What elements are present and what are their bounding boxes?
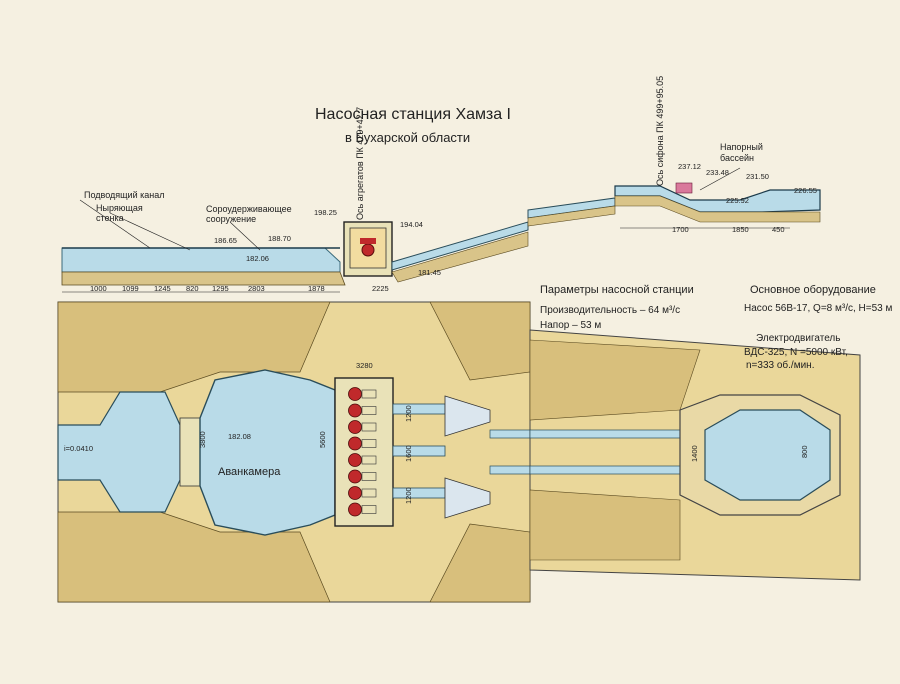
pump-outlet	[361, 439, 377, 448]
pump-outlet	[361, 505, 377, 514]
main-title: Насосная станция Хамза I	[315, 106, 511, 123]
dim-1850: 1850	[732, 225, 749, 234]
inlet-canal-water	[61, 247, 341, 273]
plan-dim-3800: 3800	[198, 431, 207, 448]
elev-194-04: 194.04	[400, 220, 423, 229]
elev-188-70: 188.70	[268, 234, 291, 243]
dim-inlet-7: 2225	[372, 284, 389, 293]
equipment-motor-speed: n=333 об./мин.	[746, 360, 815, 371]
elev-231-50: 231.50	[746, 172, 769, 181]
pump-unit	[348, 453, 362, 467]
pressure-pipe-3	[392, 487, 446, 499]
plan-dim-800: 800	[800, 445, 809, 458]
label-unit-axis: Ось агрегатов ПК 429+42.7	[355, 106, 365, 220]
elev-225-92: 225.92	[726, 196, 749, 205]
pump-outlet	[361, 406, 377, 415]
siphon-pipe-1	[529, 429, 681, 439]
dim-inlet-5: 2803	[248, 284, 265, 293]
elev-186-65: 186.65	[214, 236, 237, 245]
elev-237-12: 237.12	[678, 162, 701, 171]
pump-outlet	[361, 422, 377, 432]
pump-outlet	[361, 455, 377, 465]
dim-450: 450	[772, 225, 785, 234]
equipment-motor-label: Электродвигатель	[756, 333, 841, 344]
param-head: Напор – 53 м	[540, 320, 602, 331]
plan-dim-1400: 1400	[690, 445, 699, 462]
forebay-plan	[199, 369, 336, 536]
equipment-pump: Насос 56В-17, Q=8 м³/с, H=53 м	[744, 303, 893, 314]
plan-section-left	[57, 301, 531, 603]
dim-inlet-6: 1878	[308, 284, 325, 293]
dim-inlet-2: 1245	[154, 284, 171, 293]
equipment-motor-spec: ВДС-325, N =5000 кВт,	[744, 347, 848, 358]
label-trash-rack-structure: Сороудерживающее сооружение	[206, 204, 292, 224]
param-capacity: Производительность – 64 м³/с	[540, 305, 681, 316]
pump-unit	[348, 469, 362, 484]
pump-unit	[348, 387, 362, 401]
pump-outlet	[361, 389, 377, 399]
pump-outlet	[361, 472, 377, 481]
label-forebay: Аванкамера	[218, 466, 281, 478]
pump-units	[348, 387, 377, 517]
siphon-pipe-2	[529, 465, 681, 475]
label-inlet-canal: Подводящий канал	[84, 190, 165, 200]
label-siphon-axis: Ось сифона ПК 499+95.05	[655, 75, 665, 186]
pump-unit	[348, 403, 362, 418]
elev-181-45: 181.45	[418, 268, 441, 277]
elev-182-06: 182.06	[246, 254, 269, 263]
elev-233-48: 233.48	[706, 168, 729, 177]
pump-unit	[348, 486, 362, 500]
dim-inlet-1: 1099	[122, 284, 139, 293]
pump-outlet	[361, 488, 377, 498]
pump-unit-profile	[361, 243, 375, 257]
equipment-header: Основное оборудование	[750, 284, 876, 296]
subtitle: в Бухарской области	[345, 130, 471, 145]
plan-dim-1200-a: 1200	[404, 405, 413, 422]
plan-elev-182-08: 182.08	[228, 432, 251, 441]
pump-unit	[348, 502, 362, 517]
dim-1700: 1700	[672, 225, 689, 234]
elev-198-25: 198.25	[314, 208, 337, 217]
dim-inlet-3: 820	[186, 284, 199, 293]
plan-dim-1200-b: 1200	[404, 487, 413, 504]
pressure-pipeline-profile	[391, 221, 529, 271]
label-diving-wall: Ныряющая стенка	[96, 203, 143, 223]
dim-inlet-4: 1295	[212, 284, 229, 293]
dim-inlet-0: 1000	[90, 284, 107, 293]
profile-section	[61, 167, 821, 293]
plan-dim-1600-a: 1600	[404, 445, 413, 462]
pump-unit	[348, 420, 362, 434]
plan-dim-5600: 5600	[318, 431, 327, 448]
pressure-pipe-1	[392, 403, 446, 415]
trash-rack-plan	[179, 417, 201, 487]
plan-section-right	[529, 329, 861, 581]
plan-slope-label: i=0.0410	[64, 444, 93, 453]
params-header: Параметры насосной станции	[540, 284, 694, 296]
label-head-basin: Напорный бассейн	[720, 142, 763, 163]
pressure-pipe-2	[392, 445, 446, 457]
elev-226-55: 226.55	[794, 186, 817, 195]
pump-unit	[348, 436, 362, 451]
ground-profile	[61, 271, 346, 286]
plan-dim-3280: 3280	[356, 361, 373, 370]
pump-hall-plan	[334, 377, 394, 527]
